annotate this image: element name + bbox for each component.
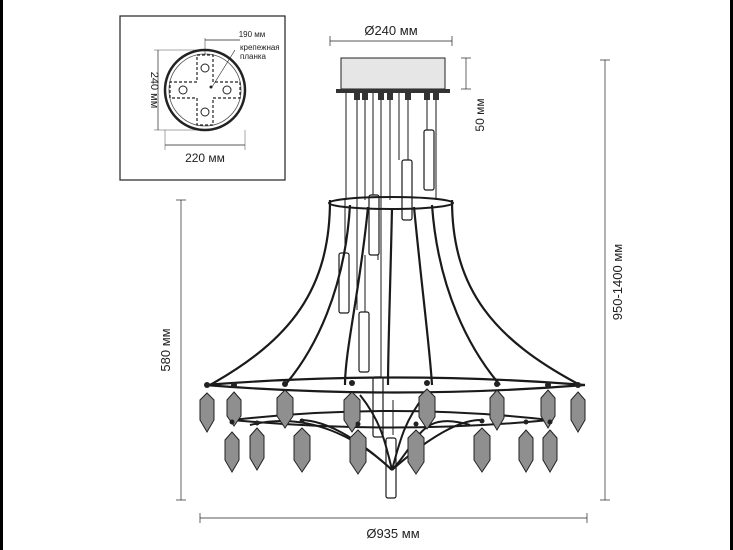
mounting-inset: 190 мм крепежная планка 240 мм 220 мм (119, 15, 286, 181)
mounting-plate-icon (163, 48, 247, 132)
svg-text:950-1400 мм: 950-1400 мм (610, 244, 625, 320)
svg-text:Ø240 мм: Ø240 мм (364, 23, 417, 38)
total-height-dimension: 950-1400 мм (600, 59, 625, 501)
outer-arms (209, 199, 581, 386)
crystal-pendants (199, 380, 586, 475)
ceiling-canopy (336, 57, 450, 93)
svg-text:580 мм: 580 мм (158, 328, 173, 371)
inner-arms (231, 394, 551, 471)
ring-connectors (204, 380, 581, 427)
canopy-hooks (354, 93, 439, 100)
inset-dim-190: 190 мм (239, 30, 266, 39)
crystal-row-lower (224, 427, 558, 475)
suspension-wires (344, 93, 437, 435)
left-frame-border (0, 0, 3, 550)
chandelier-body (204, 93, 586, 499)
crystal-row-upper (199, 388, 586, 433)
svg-text:50 мм: 50 мм (473, 98, 487, 131)
body-diameter-dimension: Ø935 мм (199, 513, 588, 541)
canopy-height-dimension: 50 мм (461, 57, 487, 132)
svg-text:Ø935 мм: Ø935 мм (366, 526, 419, 541)
bracket-label-2: планка (240, 52, 267, 61)
right-frame-border (730, 0, 733, 550)
inset-dim-240: 240 мм (148, 72, 160, 109)
canopy-diameter-dimension: Ø240 мм (329, 23, 453, 46)
inset-dim-220: 220 мм (185, 151, 225, 165)
bracket-label: крепежная (240, 43, 280, 52)
inset-border (119, 15, 286, 181)
lower-ring (204, 376, 586, 394)
body-height-dimension: 580 мм (158, 199, 186, 501)
